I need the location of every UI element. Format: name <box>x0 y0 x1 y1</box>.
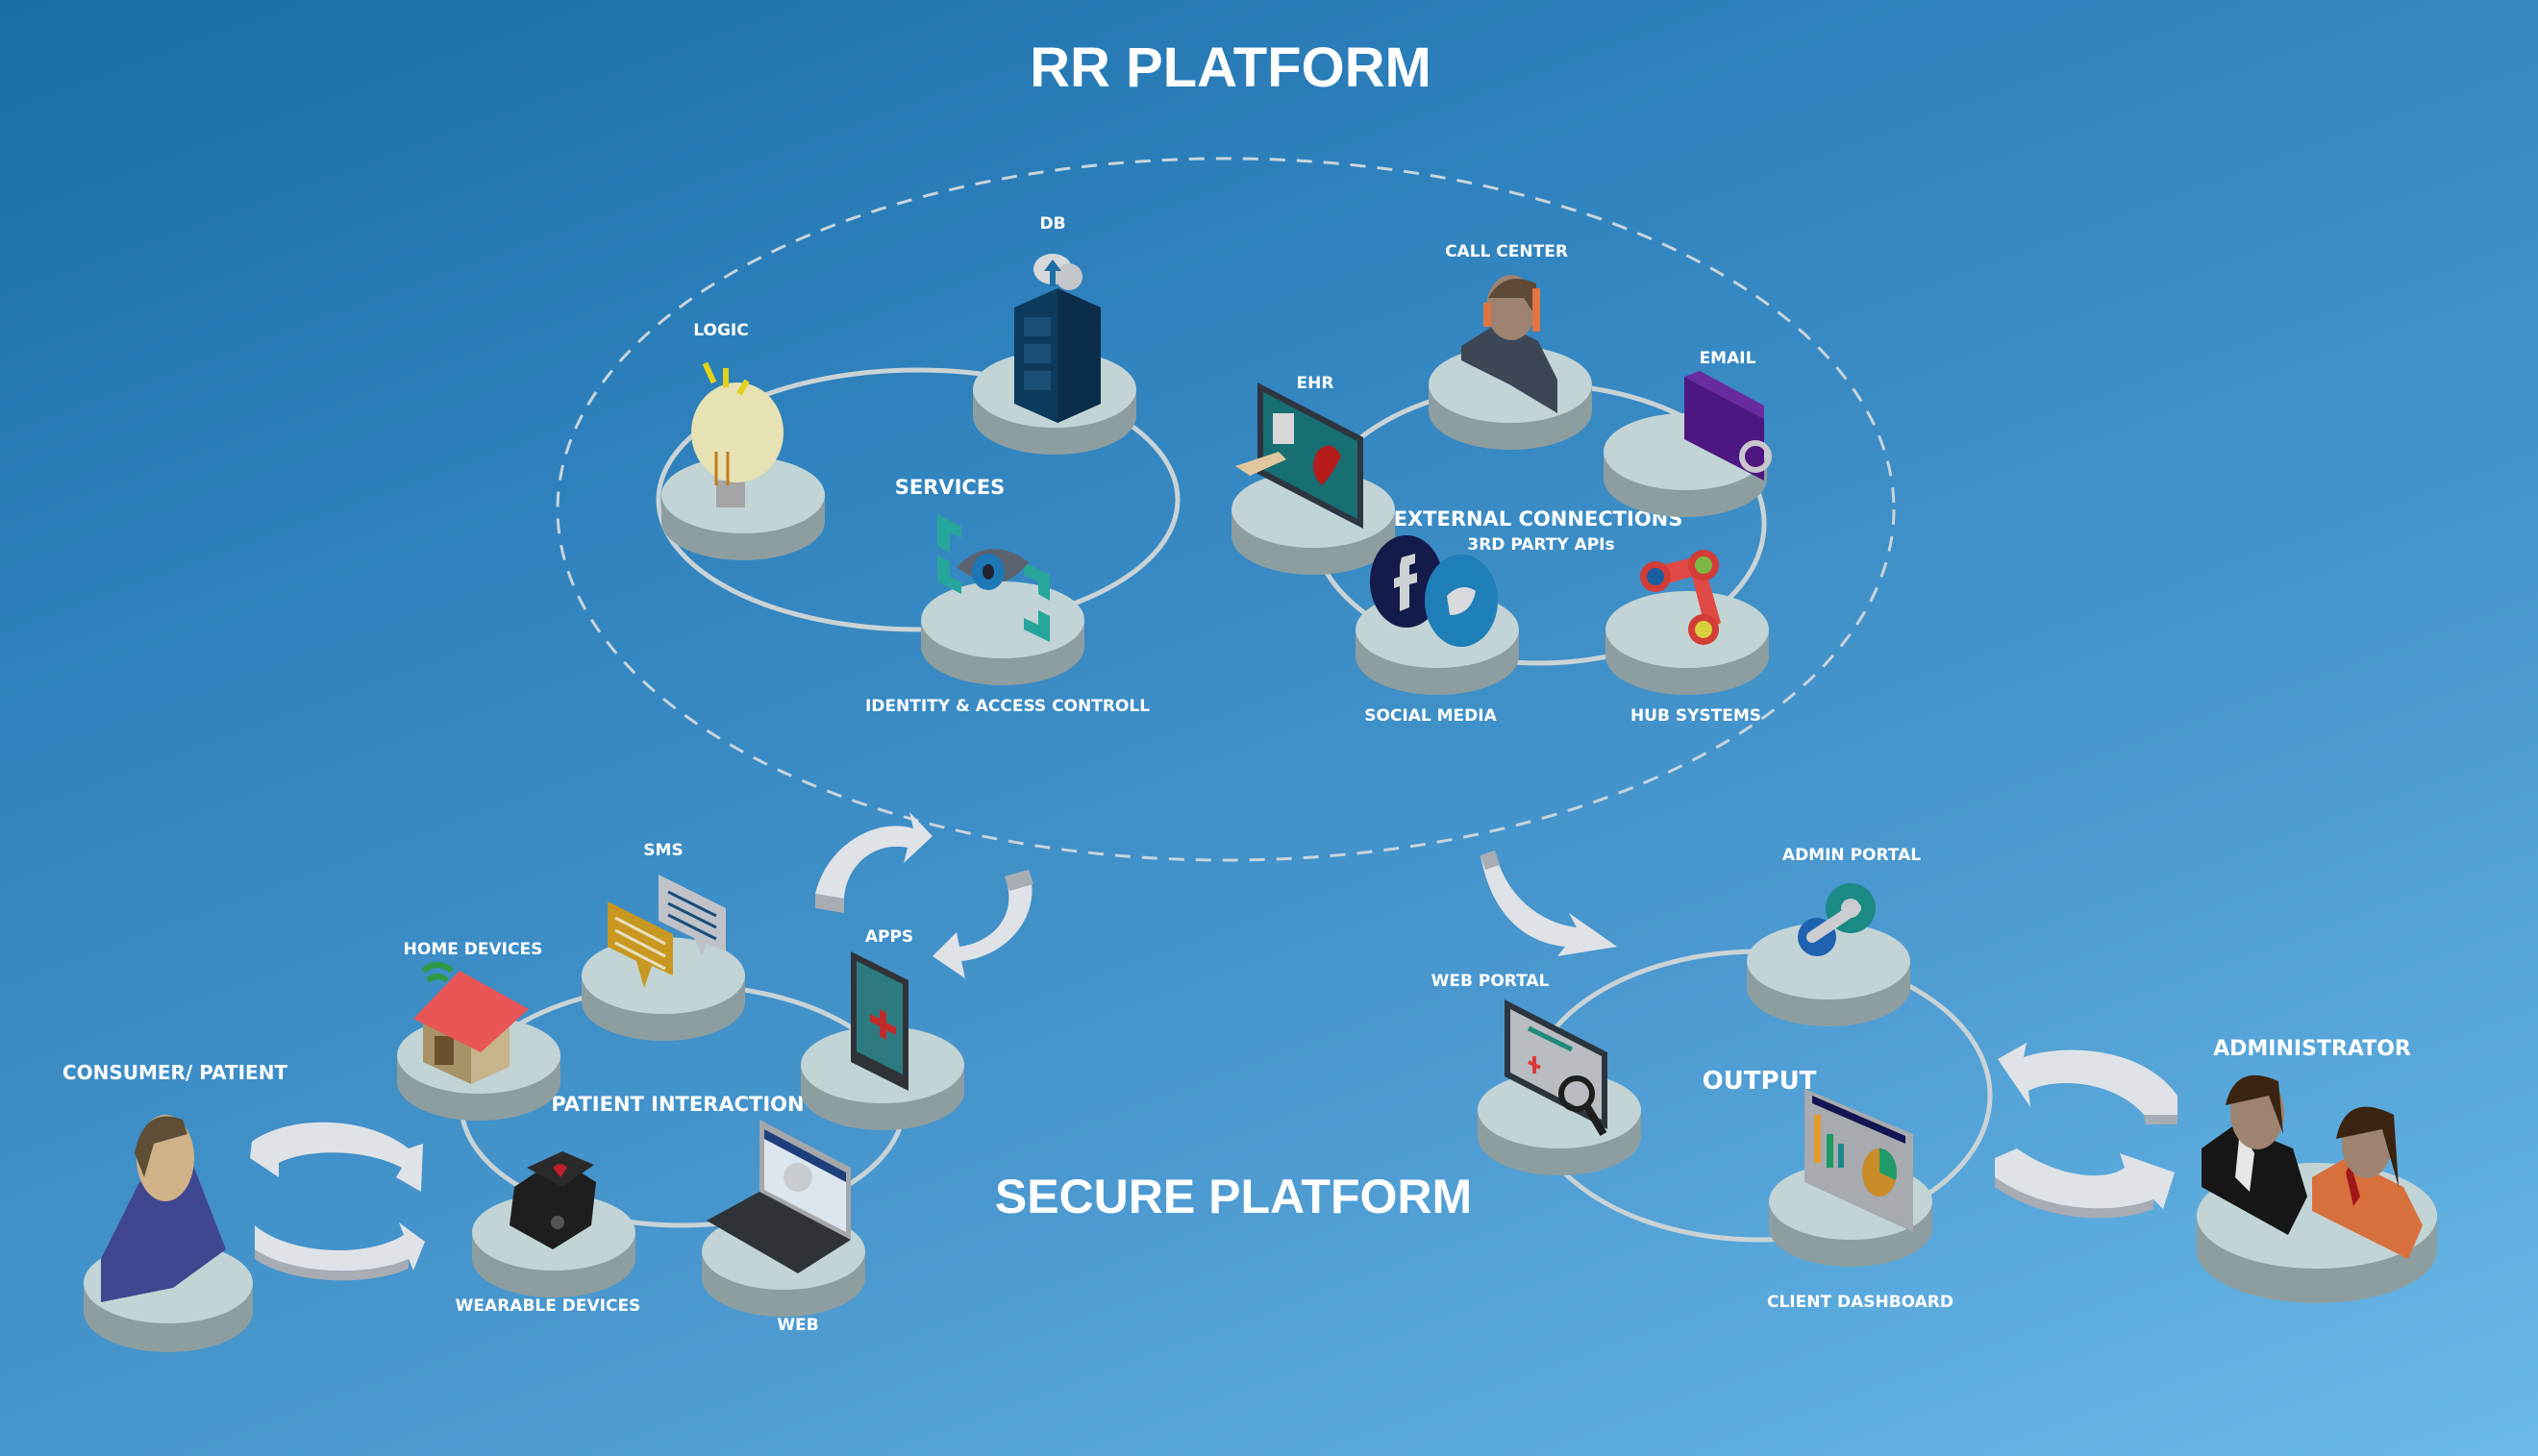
client-dashboard-label: CLIENT DASHBOARD <box>1767 1293 1953 1312</box>
output-title: OUTPUT <box>1703 1067 1817 1096</box>
hub-network-icon <box>1640 550 1721 645</box>
eye-scan-icon <box>937 514 1050 642</box>
hub-systems-node[interactable]: HUB SYSTEMS <box>1605 550 1769 726</box>
services-ring <box>656 367 1181 632</box>
wearable-devices-label: WEARABLE DEVICES <box>456 1296 641 1316</box>
web-portal-monitor-icon <box>1505 999 1607 1137</box>
social-media-icon <box>1370 535 1498 647</box>
admin-portal-label: ADMIN PORTAL <box>1782 846 1921 865</box>
social-media-label: SOCIAL MEDIA <box>1364 706 1497 726</box>
hub-systems-label: HUB SYSTEMS <box>1630 706 1761 726</box>
administrator-male-icon <box>2202 1074 2307 1235</box>
web-node[interactable]: WEB <box>702 1120 865 1335</box>
home-devices-label: HOME DEVICES <box>404 940 543 959</box>
external-title: EXTERNAL CONNECTIONS <box>1394 507 1683 531</box>
identity-access-node[interactable]: IDENTITY & ACCESS CONTROLL <box>865 514 1150 716</box>
administrator-actor[interactable]: ADMINISTRATOR <box>2197 1037 2437 1303</box>
administrator-female-icon <box>2312 1106 2423 1259</box>
logic-label: LOGIC <box>693 321 748 340</box>
call-center-node[interactable]: CALL CENTER <box>1429 242 1592 450</box>
lightbulb-icon <box>691 361 784 507</box>
sms-bubbles-icon <box>608 875 726 988</box>
email-node[interactable]: EMAIL <box>1604 349 1772 517</box>
sms-label: SMS <box>643 841 683 860</box>
consumer-patient-actor[interactable]: CONSUMER/ PATIENT <box>62 1061 288 1352</box>
db-label: DB <box>1039 214 1065 234</box>
call-center-agent-icon <box>1461 275 1557 413</box>
patient-interaction-title: PATIENT INTERACTION <box>551 1093 804 1116</box>
patient-person-icon <box>101 1115 226 1302</box>
wearable-devices-node[interactable]: WEARABLE DEVICES <box>456 1151 641 1316</box>
laptop-icon <box>707 1120 851 1273</box>
sms-node[interactable]: SMS <box>582 841 745 1041</box>
web-portal-node[interactable]: WEB PORTAL <box>1431 972 1641 1175</box>
home-devices-node[interactable]: HOME DEVICES <box>397 940 560 1121</box>
arrow-right-icon <box>255 1222 425 1281</box>
server-cloud-icon <box>1014 254 1101 423</box>
patient-interaction-group: PATIENT INTERACTION HOME DEVICES SMS <box>397 841 964 1335</box>
arrow-down-right-icon <box>1480 851 1617 956</box>
services-title: SERVICES <box>895 476 1006 499</box>
sync-arrows-administrator[interactable] <box>1995 1043 2177 1219</box>
external-subtitle: 3RD PARTY APIs <box>1467 535 1614 555</box>
call-center-label: CALL CENTER <box>1445 242 1568 261</box>
administrator-label: ADMINISTRATOR <box>2213 1037 2411 1061</box>
admin-portal-node[interactable]: ADMIN PORTAL <box>1747 846 1921 1026</box>
secure-platform-title: SECURE PLATFORM <box>995 1170 1472 1223</box>
arrow-left-admin-icon <box>1998 1043 2177 1124</box>
logic-node[interactable]: LOGIC <box>661 321 825 560</box>
email-label: EMAIL <box>1700 349 1756 368</box>
mobile-app-icon <box>851 951 908 1091</box>
arrow-left-icon <box>250 1122 423 1192</box>
consumer-patient-label: CONSUMER/ PATIENT <box>62 1061 288 1084</box>
services-group: SERVICES LOGIC <box>656 214 1181 716</box>
arrow-rr-to-output[interactable] <box>1480 851 1617 956</box>
rr-platform-title: RR PLATFORM <box>1030 37 1431 99</box>
ehr-tablet-icon <box>1235 383 1363 529</box>
client-dashboard-node[interactable]: CLIENT DASHBOARD <box>1767 1089 1953 1312</box>
db-node[interactable]: DB <box>973 214 1136 455</box>
apps-label: APPS <box>865 927 913 947</box>
email-envelope-icon <box>1684 371 1772 481</box>
home-wifi-icon <box>413 962 529 1084</box>
identity-access-label: IDENTITY & ACCESS CONTROLL <box>865 697 1150 716</box>
smartwatch-icon <box>510 1151 596 1249</box>
dashboard-chart-icon <box>1804 1089 1913 1232</box>
settings-gears-icon <box>1798 883 1876 956</box>
web-portal-label: WEB PORTAL <box>1431 972 1550 991</box>
arrow-right-admin-icon <box>1995 1148 2175 1219</box>
apps-node[interactable]: APPS <box>801 927 964 1130</box>
ehr-label: EHR <box>1297 374 1334 393</box>
arrow-up-icon <box>815 812 933 913</box>
arrow-down-icon <box>933 870 1033 978</box>
sync-arrows-consumer[interactable] <box>250 1122 425 1281</box>
ehr-node[interactable]: EHR <box>1232 374 1395 575</box>
rr-platform-boundary <box>556 157 1896 862</box>
social-media-node[interactable]: SOCIAL MEDIA <box>1356 535 1519 726</box>
external-connections-group: EXTERNAL CONNECTIONS 3RD PARTY APIs EHR <box>1232 242 1772 726</box>
sync-arrows-rr-patient[interactable] <box>815 812 1033 978</box>
output-group: OUTPUT WEB PORTAL ADMIN PORTA <box>1431 846 1993 1312</box>
web-label: WEB <box>777 1316 818 1335</box>
